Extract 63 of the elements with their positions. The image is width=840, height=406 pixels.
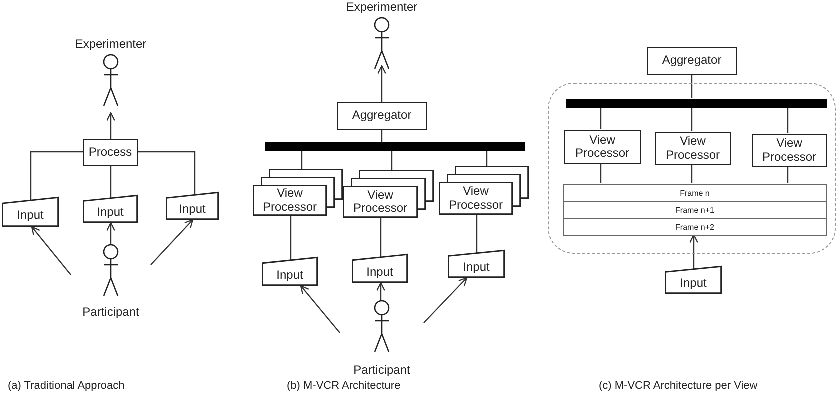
box-label: View Processor — [761, 137, 818, 164]
connector-line — [691, 75, 693, 98]
connector-line — [787, 107, 789, 133]
actor-label: Experimenter — [75, 37, 147, 51]
connector-line — [381, 130, 383, 142]
arrow — [690, 234, 698, 270]
arrow — [106, 112, 116, 139]
process-box — [647, 47, 737, 75]
process-box — [655, 132, 731, 165]
connector-line — [600, 107, 602, 129]
connector-line — [787, 166, 789, 183]
bus-bar — [265, 142, 525, 151]
input-label: Input — [97, 205, 124, 220]
box-label: View Processor — [352, 188, 409, 216]
caption: (a) Traditional Approach — [8, 380, 125, 392]
process-box — [337, 102, 427, 130]
frame-row — [563, 218, 827, 236]
connector-line — [600, 163, 602, 183]
connector-line — [486, 151, 488, 166]
process-box — [564, 130, 641, 164]
caption: (c) M-VCR Architecture per View — [599, 380, 758, 392]
frame-label: Frame n+1 — [676, 206, 714, 214]
box-label: Aggregator — [352, 109, 412, 123]
connector-line — [476, 215, 478, 254]
bus-bar — [566, 99, 827, 108]
connector-line — [301, 151, 303, 169]
box-label: View Processor — [448, 185, 504, 212]
connector-line — [290, 216, 292, 260]
frame-label: Frame n+2 — [676, 222, 714, 232]
input-label: Input — [680, 276, 707, 290]
input-label: Input — [17, 208, 44, 222]
connector-line — [691, 164, 693, 183]
arrow — [424, 277, 468, 324]
input-label: Input — [179, 202, 206, 216]
dashed-boundary — [548, 83, 836, 254]
box-label: Aggregator — [662, 54, 722, 68]
input-label: Input — [276, 268, 304, 282]
box-label: View Processor — [262, 187, 318, 214]
connector-line — [110, 166, 112, 198]
arrow — [31, 226, 72, 276]
frame-row — [563, 184, 827, 202]
connector-line — [138, 151, 196, 195]
actor-label: Experimenter — [346, 0, 418, 14]
actor-label: Participant — [82, 305, 140, 319]
connector-line — [691, 107, 693, 131]
arrow — [376, 282, 386, 300]
arrow — [378, 65, 386, 102]
arrow — [106, 222, 116, 244]
actor-label: Participant — [354, 363, 410, 377]
input-label: Input — [366, 264, 394, 279]
arrow — [150, 219, 194, 266]
frame-label: Frame n — [680, 188, 710, 198]
connector-line — [391, 151, 393, 170]
box-label: View Processor — [574, 134, 631, 160]
process-box — [83, 139, 138, 166]
input-label: Input — [463, 260, 490, 274]
frame-row — [563, 201, 827, 219]
box-label: Process — [88, 146, 132, 160]
connector-line — [380, 218, 382, 258]
arrow — [300, 285, 340, 334]
box-label: View Processor — [664, 135, 722, 162]
connector-line — [30, 151, 83, 200]
process-box — [752, 134, 827, 167]
